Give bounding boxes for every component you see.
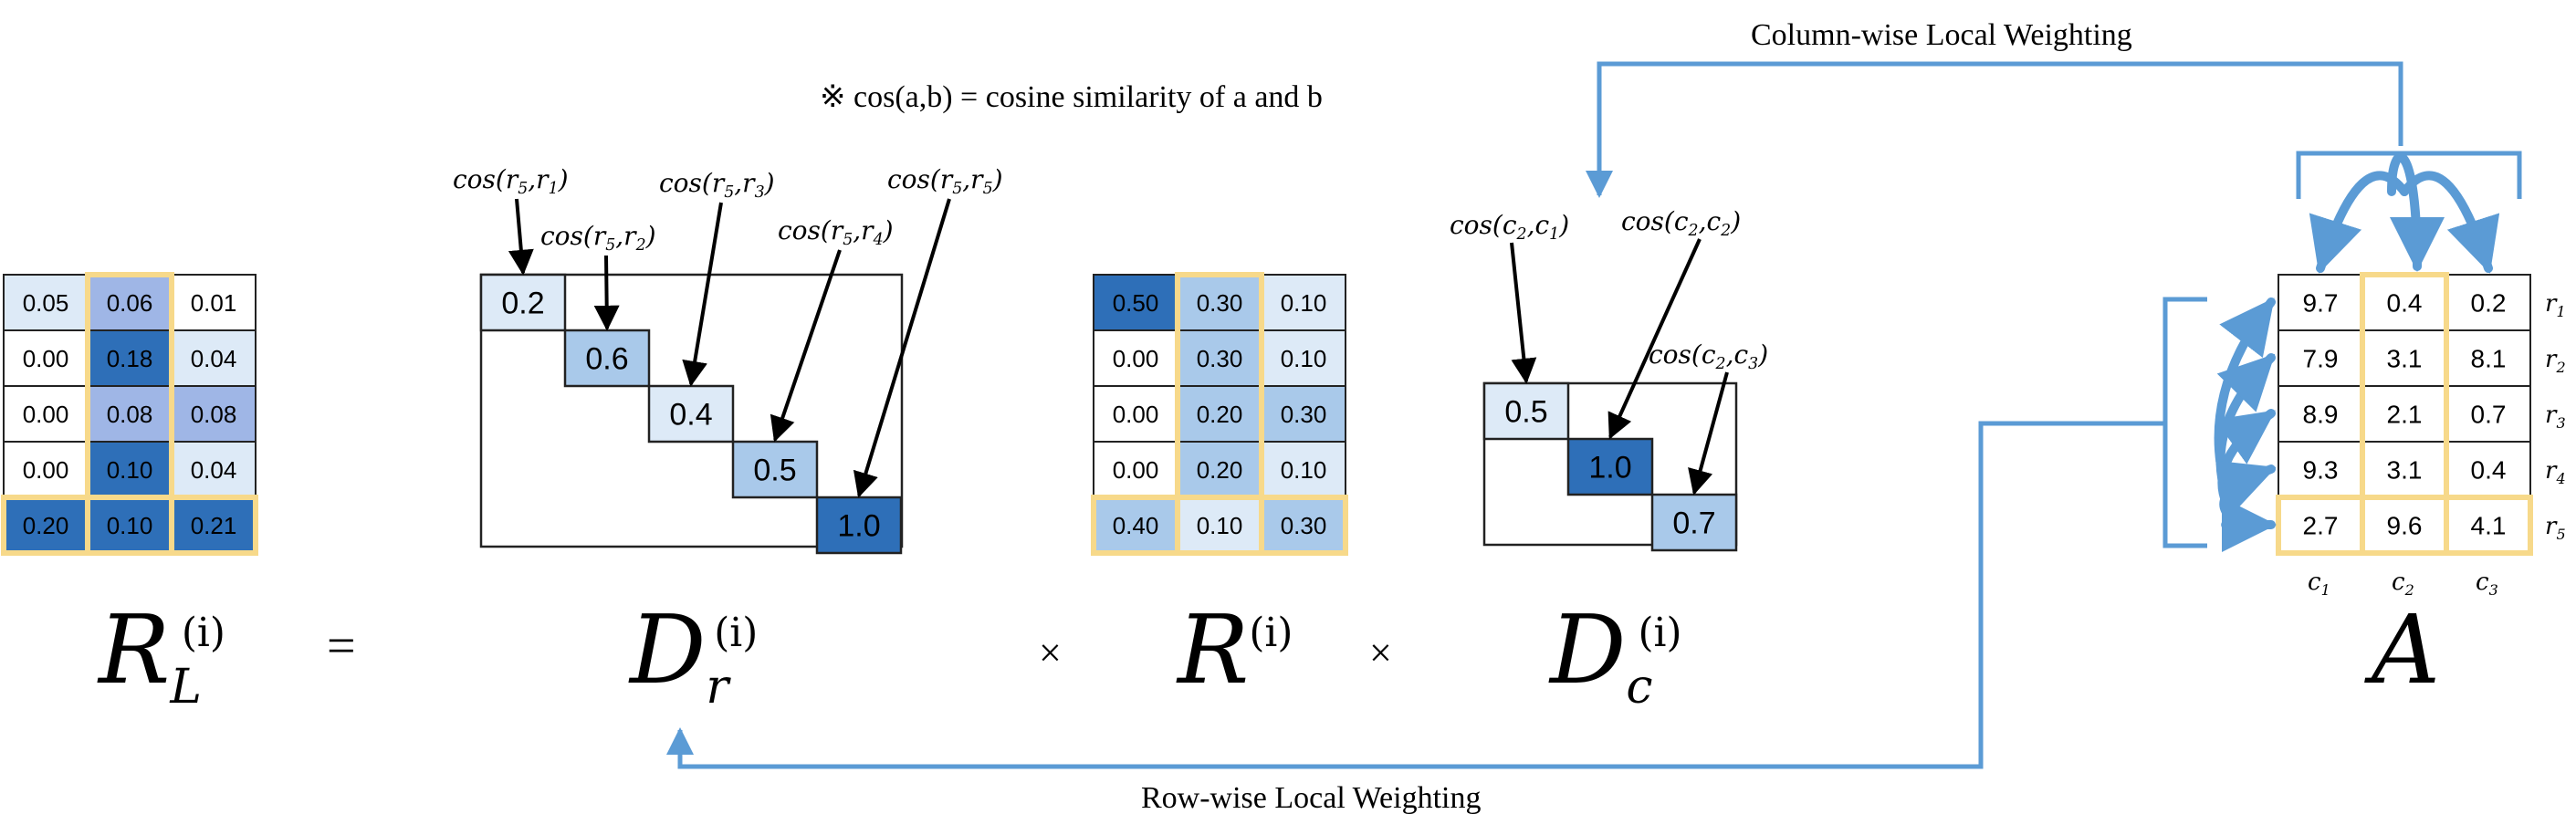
symbol-RL: RL(i): [99, 602, 225, 711]
symbol-Dr-name: D: [630, 594, 707, 705]
symbol-R-name: R: [1178, 594, 1250, 705]
symbol-Dr: Dr(i): [630, 602, 758, 711]
symbol-Dc-name: D: [1550, 594, 1627, 705]
note-text: cos(a,b) = cosine similarity of a and b: [853, 80, 1323, 114]
symbol-Dc: Dc(i): [1550, 602, 1682, 711]
column-wise-caption: Column-wise Local Weighting: [1751, 18, 2132, 52]
symbol-Dc-sub: c: [1626, 659, 1653, 715]
symbol-R-sup: (i): [1249, 609, 1293, 656]
symbol-RL-sub: L: [170, 659, 202, 715]
symbol-R: R(i): [1178, 602, 1293, 697]
note-symbol: ※: [820, 80, 846, 114]
symbol-RL-name: R: [99, 594, 171, 705]
symbol-RL-sup: (i): [181, 609, 225, 656]
symbol-Dc-sup: (i): [1638, 609, 1682, 656]
times-sign-2: ×: [1369, 631, 1392, 675]
times-sign-1: ×: [1039, 631, 1062, 675]
row-wise-caption: Row-wise Local Weighting: [1141, 781, 1482, 815]
equals-sign: =: [327, 618, 356, 674]
symbol-A: A: [2372, 594, 2441, 705]
symbol-Dr-sub: r: [706, 659, 729, 715]
symbol-Dr-sup: (i): [714, 609, 759, 656]
cosine-note: ※ cos(a,b) = cosine similarity of a and …: [820, 82, 1323, 113]
